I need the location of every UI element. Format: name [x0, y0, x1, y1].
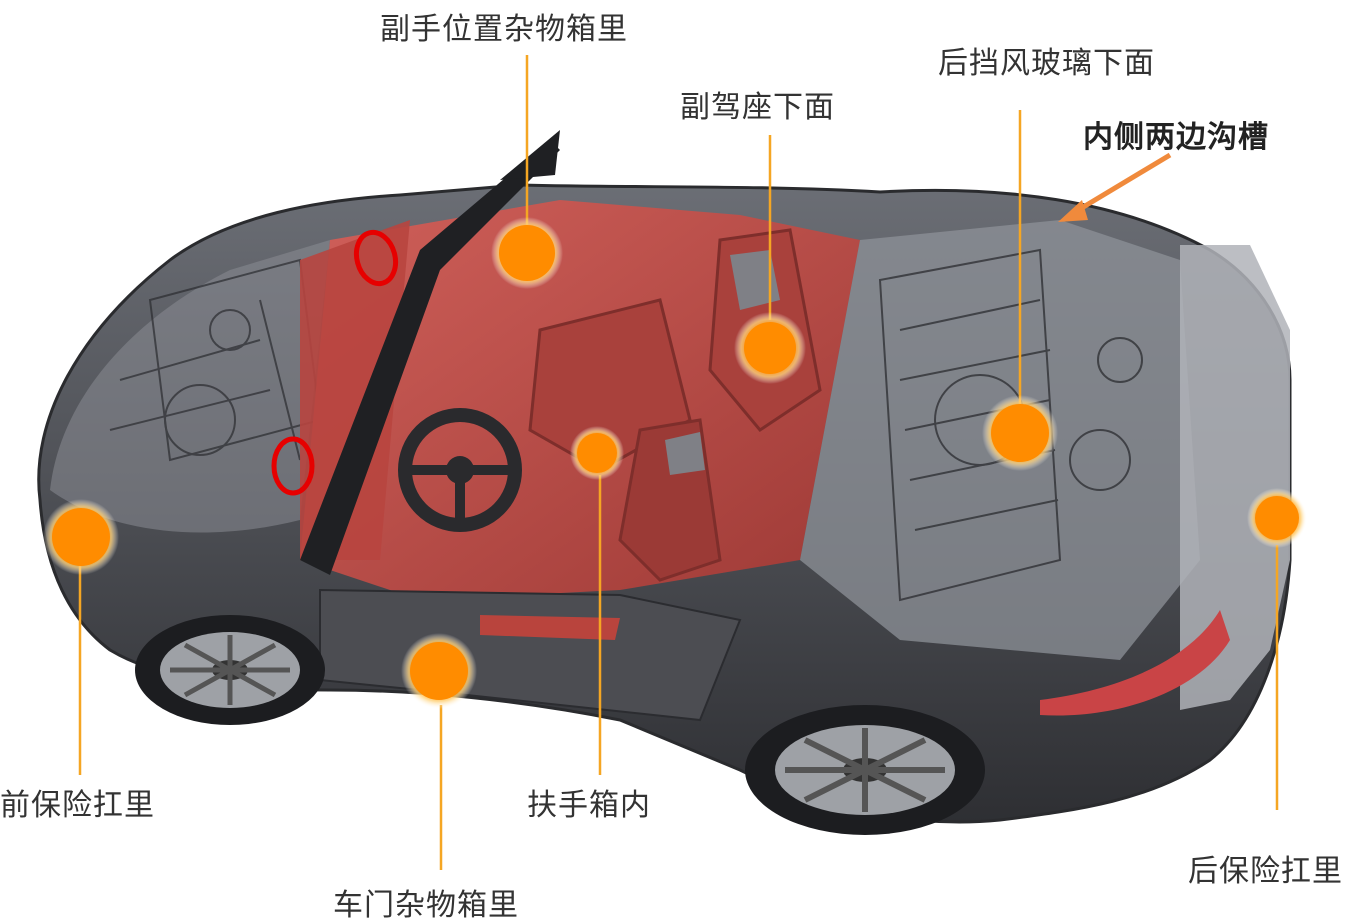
rear-tail	[1180, 245, 1290, 710]
tail-light	[1040, 610, 1230, 716]
label-inner-grooves: 内侧两边沟槽	[1083, 120, 1269, 155]
highlight-ring-lower	[271, 436, 315, 496]
label-front-bumper: 前保险扛里	[0, 788, 155, 823]
markers	[43, 217, 1307, 709]
label-glovebox: 副手位置杂物箱里	[380, 12, 628, 47]
marker-rear-bumper-core	[1255, 496, 1299, 540]
marker-armrest-core	[577, 433, 617, 473]
rear-wheel	[745, 705, 985, 835]
windshield-frame	[300, 140, 560, 575]
label-armrest-box: 扶手箱内	[527, 788, 651, 823]
marker-door-pocket-core	[410, 642, 468, 700]
door-trim	[480, 615, 620, 640]
seats	[528, 228, 822, 582]
marker-rear-windshield-core	[991, 404, 1049, 462]
steering-wheel	[398, 408, 522, 532]
dashboard	[300, 220, 410, 560]
label-rear-windshield: 后挡风玻璃下面	[938, 46, 1155, 81]
windshield-pillar	[500, 130, 560, 180]
label-rear-bumper: 后保险扛里	[1188, 854, 1343, 889]
label-passenger-seat: 副驾座下面	[680, 90, 835, 125]
front-wheel	[135, 615, 325, 725]
marker-passenger-seat-core	[744, 322, 796, 374]
leader-lines	[78, 55, 1279, 870]
inner-grooves-arrow	[1058, 152, 1172, 222]
door-panel	[319, 588, 742, 722]
marker-glovebox-core	[499, 225, 555, 281]
highlight-ring-upper	[353, 229, 399, 287]
marker-front-bumper-core	[52, 508, 110, 566]
label-door-pocket: 车门杂物箱里	[333, 888, 519, 923]
rear-engine-details	[878, 248, 1143, 602]
